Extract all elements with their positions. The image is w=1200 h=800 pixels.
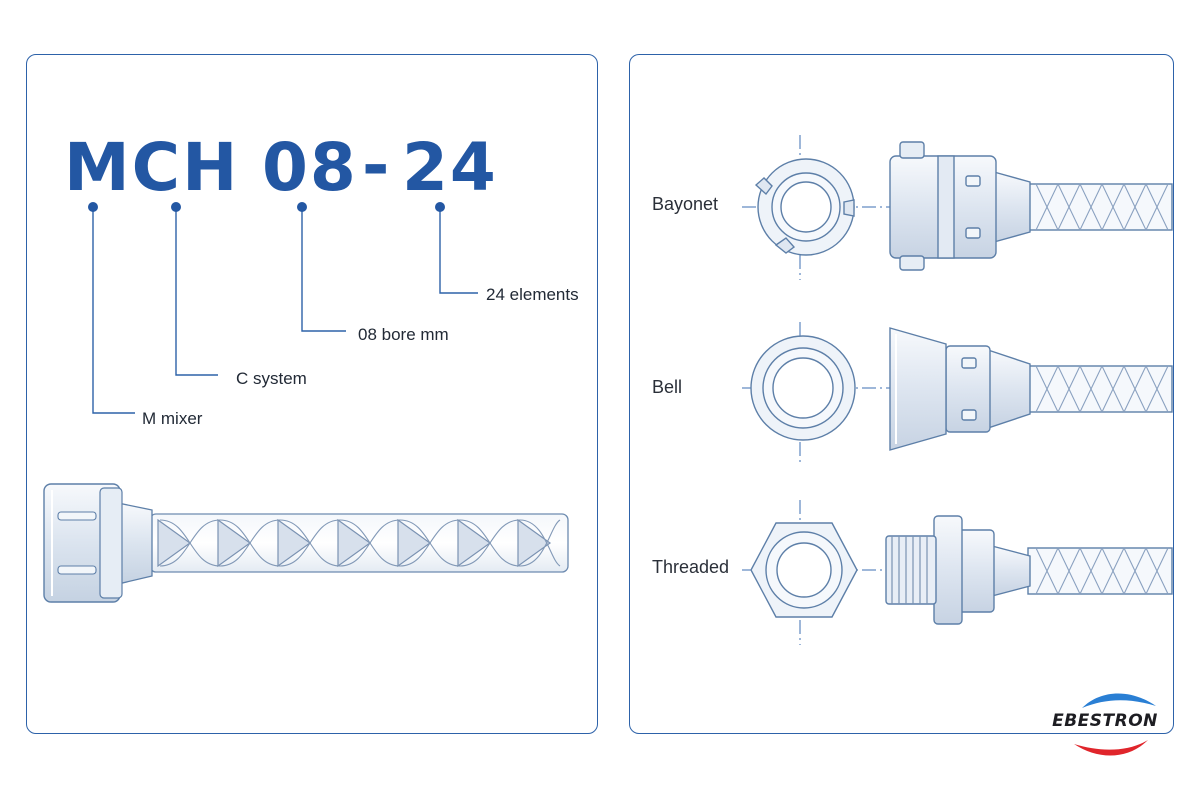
code-prefix: MCH <box>64 129 240 206</box>
threaded-side-view <box>885 515 1173 625</box>
callout-bore: 08 bore mm <box>358 325 449 344</box>
bell-side-view <box>889 327 1173 451</box>
code-separator: - <box>362 127 392 204</box>
callout-system: C system <box>236 369 307 388</box>
callout-dot <box>88 202 98 212</box>
callout-dot <box>171 202 181 212</box>
callout-dot <box>435 202 445 212</box>
left-panel <box>26 54 598 734</box>
label-bell: Bell <box>652 377 683 397</box>
code-elements: 24 <box>402 129 498 206</box>
brand-logo: EBESTRON <box>1052 711 1158 731</box>
bayonet-side-view <box>889 141 1173 271</box>
bayonet-front-view <box>754 158 855 256</box>
threaded-front-view <box>750 522 858 618</box>
callout-dot <box>297 202 307 212</box>
label-bayonet: Bayonet <box>652 194 719 214</box>
callout-mixer: M mixer <box>142 409 203 428</box>
label-threaded: Threaded <box>652 557 730 577</box>
callout-elements: 24 elements <box>486 285 579 304</box>
code-bore: 08 <box>262 129 358 206</box>
bell-front-view <box>750 335 856 441</box>
